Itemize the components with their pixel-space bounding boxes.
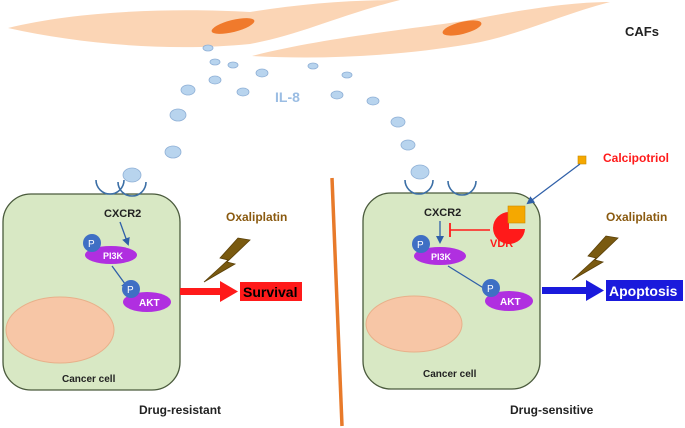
cancer-cell-label-right: Cancer cell bbox=[423, 369, 477, 380]
calcipotriol-arrow bbox=[526, 163, 581, 205]
oxaliplatin-label-right: Oxaliplatin bbox=[606, 210, 667, 224]
il8-dot bbox=[208, 75, 222, 85]
il8-dot bbox=[169, 108, 187, 122]
phospho-label: P bbox=[88, 239, 95, 250]
oxaliplatin-label-left: Oxaliplatin bbox=[226, 210, 287, 224]
cxcr2-label-left: CXCR2 bbox=[104, 208, 141, 220]
nucleus-right bbox=[365, 295, 463, 353]
il8-dot bbox=[410, 164, 430, 180]
il8-molecules bbox=[122, 44, 430, 183]
survival-arrow-shaft bbox=[180, 288, 222, 295]
calcipotriol-label: Calcipotriol bbox=[603, 151, 669, 165]
cafs-label: CAFs bbox=[625, 24, 659, 39]
cxcr2-to-pi3k-arrow bbox=[119, 221, 130, 246]
cancer-cell-left bbox=[2, 193, 181, 391]
phospho-label: P bbox=[417, 240, 424, 251]
calcipotriol-icon bbox=[577, 155, 587, 165]
caf-nucleus-right bbox=[442, 20, 482, 36]
il8-dot bbox=[202, 44, 214, 52]
apoptosis-arrow-head bbox=[586, 280, 604, 301]
il8-dot bbox=[366, 96, 380, 106]
caf-cell-right bbox=[252, 2, 610, 58]
akt-label-right: AKT bbox=[500, 297, 521, 308]
survival-label: Survival bbox=[243, 284, 297, 300]
il8-dot bbox=[341, 71, 353, 79]
phospho-label: P bbox=[487, 284, 494, 295]
phospho-label: P bbox=[127, 285, 134, 296]
il8-dot bbox=[390, 116, 406, 128]
akt-label-left: AKT bbox=[139, 298, 160, 309]
apoptosis-box bbox=[606, 280, 683, 301]
apoptosis-arrow-shaft bbox=[542, 287, 588, 294]
cxcr2-receptor-icon bbox=[404, 179, 434, 195]
il8-dot bbox=[400, 139, 416, 151]
pi3k-label-left: PI3K bbox=[103, 251, 124, 261]
apoptosis-label: Apoptosis bbox=[609, 283, 678, 299]
survival-box bbox=[240, 282, 302, 301]
il8-dot bbox=[255, 68, 269, 78]
caf-nucleus-left bbox=[211, 18, 255, 34]
pi3k-node-left bbox=[85, 246, 137, 264]
il8-label: IL-8 bbox=[275, 89, 300, 105]
il8-dot bbox=[180, 84, 196, 96]
phospho-icon bbox=[482, 279, 500, 297]
il8-dot bbox=[307, 62, 319, 70]
nucleus-left bbox=[5, 296, 115, 364]
cxcr2-receptor-icon bbox=[95, 179, 125, 195]
vdr-receptor-icon bbox=[493, 212, 525, 244]
phospho-icon bbox=[122, 280, 140, 298]
il8-dot bbox=[236, 87, 250, 97]
lightning-icon bbox=[571, 235, 619, 281]
akt-node-right bbox=[485, 291, 533, 311]
pi3k-node-right bbox=[414, 247, 466, 265]
drug-resistant-caption: Drug-resistant bbox=[139, 403, 221, 417]
cxcr2-receptor-icon bbox=[117, 181, 147, 197]
caf-cells bbox=[8, 0, 610, 58]
il8-dot bbox=[209, 58, 221, 66]
phospho-icon bbox=[412, 235, 430, 253]
il8-dot bbox=[164, 145, 182, 159]
drug-sensitive-caption: Drug-sensitive bbox=[510, 403, 594, 417]
il8-dot bbox=[227, 61, 239, 69]
il8-dot bbox=[122, 167, 142, 183]
panel-divider bbox=[330, 177, 344, 427]
left-panel: CXCR2 PI3K P AKT P Cancer cell Oxaliplat… bbox=[2, 179, 302, 417]
il8-dot bbox=[330, 90, 344, 100]
phospho-icon bbox=[83, 234, 101, 252]
cancer-cell-label-left: Cancer cell bbox=[62, 374, 116, 385]
cxcr2-receptor-icon bbox=[447, 180, 477, 196]
caf-cell-left bbox=[8, 0, 400, 48]
calcipotriol-bound-icon bbox=[507, 205, 526, 224]
cxcr2-label-right: CXCR2 bbox=[424, 207, 461, 219]
lightning-icon bbox=[203, 237, 251, 283]
survival-arrow-head bbox=[220, 281, 238, 302]
pi3k-label-right: PI3K bbox=[431, 252, 452, 262]
right-panel: CXCR2 PI3K P AKT P VDR Cancer cell Calci… bbox=[362, 151, 683, 417]
vdr-label: VDR bbox=[490, 238, 513, 250]
